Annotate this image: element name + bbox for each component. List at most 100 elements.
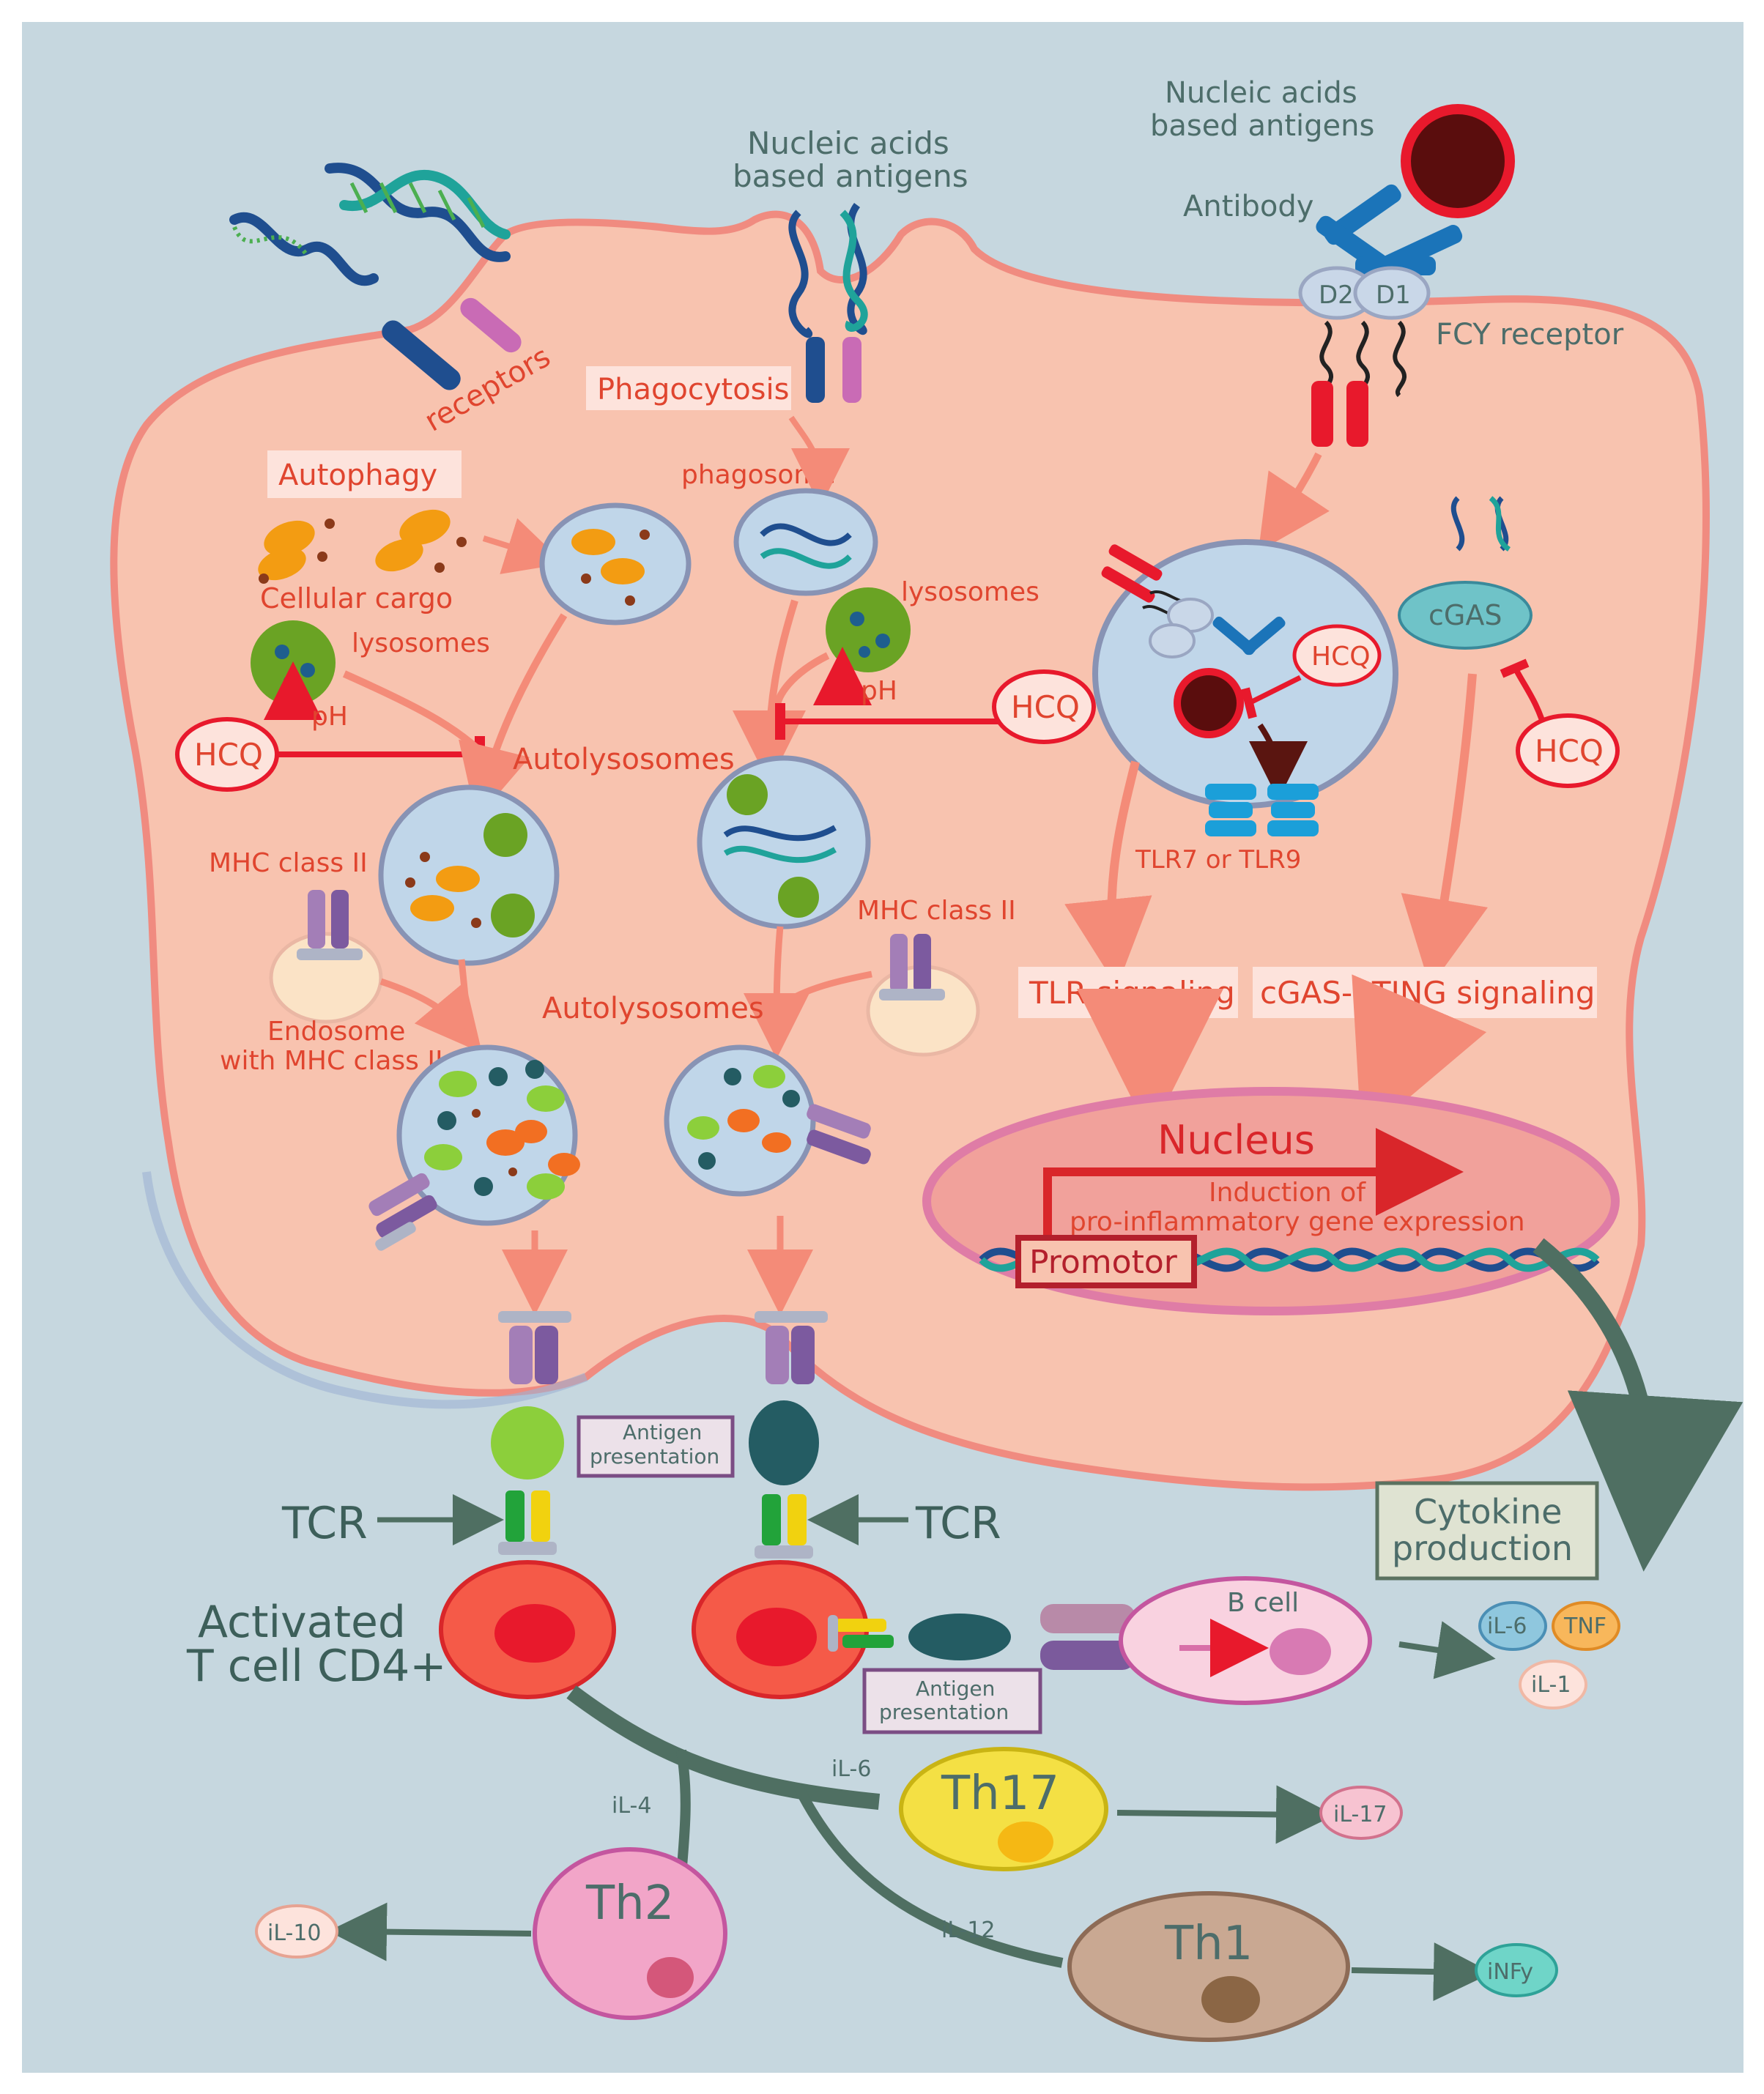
fcy-receptor-label: FCY receptor <box>1436 318 1624 352</box>
surface-mhc-left-icon <box>498 1311 571 1384</box>
antigen-presentation-top-1: Antigen <box>623 1420 702 1444</box>
phagosome-label: phagosome <box>681 460 836 490</box>
cytokine-label-2: production <box>1392 1529 1573 1568</box>
th17-cell <box>899 1747 1108 1871</box>
cgas-enzyme <box>1398 581 1533 650</box>
th1-label: Th1 <box>1164 1917 1253 1971</box>
d1-domain <box>1353 266 1431 320</box>
il1-label: iL-1 <box>1531 1672 1571 1698</box>
hcq-left-label: HCQ <box>194 737 263 773</box>
nucleic-acids-label-right-1: Nucleic acids <box>1165 76 1357 110</box>
mhc-left-label: MHC class II <box>209 848 368 878</box>
phagocytosis-tag <box>586 366 791 410</box>
autolysosomes-bottom-label: Autolysosomes <box>542 992 764 1025</box>
cgas-dna-icon <box>1450 496 1511 552</box>
lysosomes-mid-label: lysosomes <box>901 577 1040 607</box>
antigen-presentation-box-top <box>577 1415 735 1478</box>
hcq-mid-label: HCQ <box>1011 689 1080 725</box>
cgas-sting-label: cGAS-STING signaling <box>1260 975 1595 1011</box>
t-cell-left-nucleus <box>494 1604 575 1663</box>
mhc-vesicle-left-icon <box>368 1173 437 1251</box>
promotor-box <box>1015 1235 1197 1288</box>
autolysosome-left-contents <box>405 813 535 938</box>
autophagy-label: Autophagy <box>278 458 437 492</box>
surface-mhc-right-icon <box>755 1311 828 1384</box>
b-cell-nucleus <box>1270 1628 1331 1675</box>
il6-badge <box>1478 1601 1547 1651</box>
antigen-green <box>491 1406 564 1479</box>
tcr-b-interaction-icon <box>828 1615 894 1652</box>
nucleic-acids-label-mid-2: based antigens <box>733 158 968 194</box>
nucleic-acids-label-right-2: based antigens <box>1150 109 1374 143</box>
hcq-mid-badge <box>992 669 1096 744</box>
tnf-label: TNF <box>1563 1614 1606 1639</box>
il6-out-label: iL-6 <box>1487 1614 1527 1639</box>
autolysosomes-top-label: Autolysosomes <box>513 743 735 776</box>
lysosome-mid-icon <box>826 587 911 672</box>
autolysosome-right-contents <box>723 774 837 918</box>
induction-label-2: pro-inflammatory gene expression <box>1070 1207 1525 1237</box>
fcy-receptor-icon <box>1311 320 1407 447</box>
hcq-right-badge <box>1516 713 1620 788</box>
mhc-right-label: MHC class II <box>857 896 1016 926</box>
hcq-vesicle-label: HCQ <box>1311 642 1371 672</box>
degradation-right-contents <box>687 1065 800 1170</box>
b-cell-mhc-icon <box>1040 1604 1135 1670</box>
d1-label: D1 <box>1376 281 1411 310</box>
th1-cell <box>1067 1891 1350 2042</box>
il6-path-label: iL-6 <box>831 1756 871 1782</box>
tlr-signaling-label: TLR signaling <box>1029 975 1235 1011</box>
endosome-label-2: with MHC class II <box>220 1046 443 1076</box>
phagosome-vesicle <box>733 488 878 596</box>
induction-label-1: Induction of <box>1209 1178 1366 1208</box>
internalized-complex-icon <box>1101 544 1286 658</box>
phagocytosis-label: Phagocytosis <box>597 373 789 406</box>
th1-nucleus <box>1201 1976 1260 2023</box>
tnf-badge <box>1552 1601 1620 1651</box>
infy-label: iNFy <box>1487 1959 1533 1985</box>
t-cell-right-nucleus <box>736 1608 817 1666</box>
tlr-label: TLR7 or TLR9 <box>1135 845 1301 875</box>
antigen-teal <box>749 1400 819 1485</box>
cgas-label: cGAS <box>1428 599 1502 631</box>
degradation-left-contents <box>424 1060 580 1200</box>
antigen-presentation-bottom-2: presentation <box>879 1700 1009 1724</box>
activated-label-1: Activated <box>198 1597 406 1648</box>
nucleus-label: Nucleus <box>1157 1117 1315 1163</box>
th17-nucleus <box>998 1822 1053 1863</box>
il17-label: iL-17 <box>1333 1802 1387 1827</box>
tcr-right-icon <box>755 1494 813 1559</box>
promotor-label: Promotor <box>1029 1244 1178 1281</box>
il12-label: iL-12 <box>941 1917 996 1943</box>
cytokine-production-box <box>1375 1481 1599 1581</box>
antigen-presentation-box-bottom <box>862 1668 1042 1734</box>
receptor-blue <box>382 320 461 390</box>
activated-label-2: T cell CD4+ <box>186 1641 447 1692</box>
antibody-icon <box>1316 184 1463 278</box>
antibody-label: Antibody <box>1183 190 1313 223</box>
internalized-antigen-icon <box>1174 668 1244 738</box>
ph-mid-label: pH <box>861 676 897 706</box>
mhc-class-ii-right-icon <box>866 934 980 1057</box>
il10-badge <box>255 1904 338 1959</box>
th17-label: Th17 <box>941 1767 1059 1821</box>
th2-label: Th2 <box>585 1876 674 1931</box>
d2-label: D2 <box>1319 281 1354 310</box>
hcq-vesicle-badge <box>1292 624 1382 687</box>
dna-double-helix-icon <box>325 163 511 262</box>
endosome-label-1: Endosome <box>267 1017 405 1047</box>
tcr-left-icon <box>498 1490 557 1555</box>
cellular-cargo-label: Cellular cargo <box>260 582 453 615</box>
antigen-presentation-bottom-1: Antigen <box>916 1677 995 1701</box>
il4-label: iL-4 <box>612 1793 651 1819</box>
hcq-left-badge <box>175 717 279 792</box>
dna-strand-icon <box>229 212 379 286</box>
tcr-left-label: TCR <box>281 1498 368 1549</box>
mitochondria-cargo-icons <box>258 509 467 584</box>
th2-cell <box>533 1847 727 2020</box>
antigen-particle-icon <box>1401 104 1515 218</box>
il17-badge <box>1319 1786 1403 1840</box>
antigen-presentation-top-2: presentation <box>590 1444 719 1469</box>
tcr-right-label: TCR <box>915 1498 1001 1549</box>
